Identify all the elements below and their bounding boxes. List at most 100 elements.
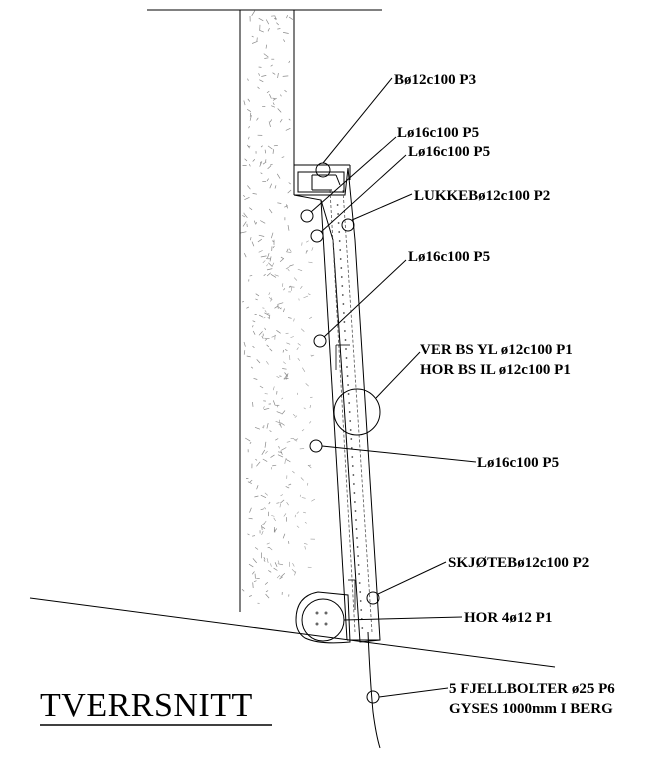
rebar-dot [348, 411, 351, 413]
rebar-dot [345, 357, 348, 359]
concrete-speckle [241, 301, 245, 303]
rebar-dot [359, 591, 362, 593]
concrete-speckle [258, 234, 265, 237]
concrete-speckle [284, 205, 289, 208]
concrete-speckle [248, 125, 250, 129]
concrete-speckle [277, 202, 282, 204]
concrete-speckle [283, 308, 285, 313]
concrete-speckle [260, 220, 266, 224]
concrete-speckle [268, 262, 273, 267]
concrete-speckle [247, 109, 252, 112]
concrete-speckle [296, 347, 299, 350]
concrete-speckle [261, 526, 266, 529]
concrete-speckle [260, 508, 265, 511]
concrete-speckle [254, 547, 259, 550]
concrete-speckle [272, 386, 275, 391]
concrete-speckle [281, 156, 285, 158]
rebar-dot [356, 537, 358, 539]
rebar-dot [343, 321, 346, 323]
concrete-speckle [249, 115, 252, 121]
concrete-speckle [241, 588, 245, 592]
concrete-speckle [274, 185, 277, 189]
concrete-speckle [272, 97, 276, 99]
concrete-speckle [282, 368, 287, 370]
concrete-speckle [287, 189, 292, 194]
concrete-speckle [288, 248, 292, 252]
concrete-speckle [263, 406, 265, 409]
concrete-speckle [266, 178, 269, 182]
concrete-wall [239, 10, 351, 612]
concrete-speckle [264, 492, 268, 496]
concrete-speckle [292, 470, 295, 474]
concrete-speckle [264, 337, 270, 340]
rebar-dot [352, 474, 355, 476]
concrete-speckle [266, 90, 270, 94]
concrete-speckle [266, 272, 271, 277]
concrete-speckle [242, 215, 246, 218]
rebar-dot [346, 375, 349, 377]
concrete-speckle [305, 383, 309, 387]
concrete-speckle [263, 559, 266, 562]
concrete-speckle [308, 261, 313, 264]
rebar-dot [336, 204, 339, 206]
concrete-speckle [273, 567, 278, 571]
concrete-speckle [252, 320, 256, 323]
concrete-speckle [280, 422, 285, 426]
rebar-dot [351, 456, 354, 458]
concrete-speckle [276, 22, 279, 26]
concrete-speckle [258, 331, 263, 336]
label-l-p5-d: Lø16c100 P5 [477, 455, 559, 471]
concrete-speckle [278, 419, 281, 425]
rebar-dot [355, 528, 358, 530]
concrete-speckle [269, 298, 273, 302]
concrete-speckle [265, 159, 267, 163]
concrete-speckle [270, 274, 277, 278]
concrete-speckle [282, 533, 286, 539]
label-l-p5-a: Lø16c100 P5 [397, 125, 479, 141]
concrete-speckle [247, 78, 249, 81]
concrete-speckle [285, 266, 291, 270]
concrete-speckle [252, 535, 256, 537]
concrete-speckle [261, 449, 266, 455]
concrete-speckle [259, 385, 264, 389]
concrete-speckle [266, 423, 269, 429]
concrete-speckle [263, 407, 270, 410]
concrete-speckle [283, 288, 286, 291]
concrete-speckle [261, 335, 264, 339]
concrete-speckle [301, 497, 306, 499]
concrete-speckle [300, 477, 304, 481]
concrete-speckle [279, 375, 282, 377]
concrete-speckle [269, 430, 272, 432]
rebar-dot [357, 555, 359, 557]
concrete-speckle [251, 571, 255, 575]
concrete-speckle [283, 361, 286, 365]
rebar-dot [361, 627, 364, 629]
concrete-speckle [288, 317, 292, 319]
concrete-speckle [266, 558, 269, 563]
concrete-speckle [284, 459, 286, 464]
concrete-speckle [281, 410, 286, 415]
concrete-speckle [269, 547, 273, 551]
concrete-speckle [287, 268, 290, 272]
concrete-speckle [264, 57, 269, 59]
concrete-speckle [287, 225, 290, 231]
concrete-speckle [275, 438, 279, 441]
rebar-dot [360, 609, 363, 611]
concrete-speckle [243, 350, 246, 355]
concrete-speckle [254, 495, 259, 498]
rebar-dot [350, 438, 353, 440]
rebar-dot [339, 258, 342, 260]
concrete-speckle [270, 64, 273, 67]
concrete-speckle [251, 40, 258, 44]
concrete-speckle [283, 32, 289, 34]
concrete-speckle [309, 421, 312, 424]
concrete-speckle [279, 576, 283, 580]
concrete-speckle [277, 560, 280, 564]
concrete-speckle [279, 307, 282, 310]
concrete-speckle [258, 314, 264, 318]
ground-line [29, 597, 556, 668]
label-gyses: GYSES 1000mm I BERG [449, 701, 613, 717]
concrete-speckle [263, 53, 269, 58]
concrete-speckle [280, 499, 285, 504]
rebar-dot [354, 501, 356, 503]
